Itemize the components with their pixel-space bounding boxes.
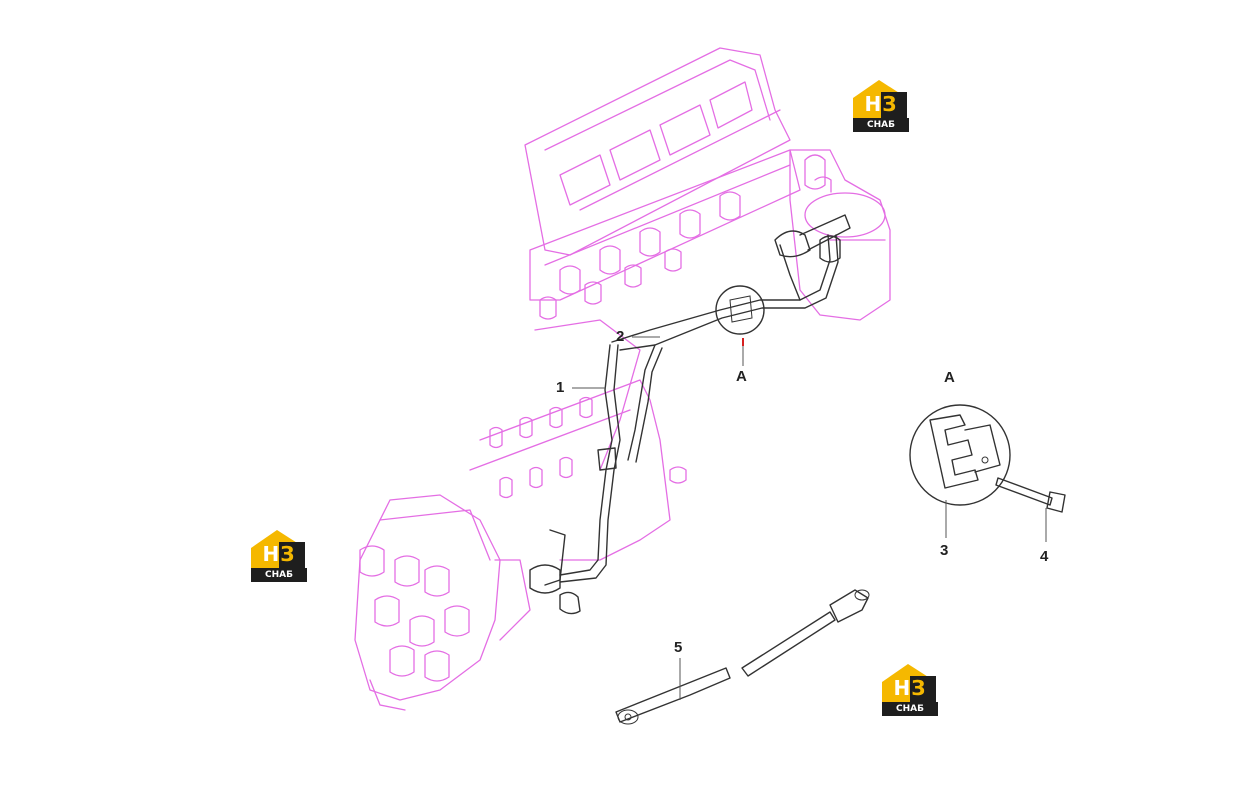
pipe-2: [611, 234, 831, 343]
pipe-5-assembly: [615, 589, 870, 725]
bolt-4: [995, 477, 1053, 506]
pipe-1: [559, 344, 613, 576]
logo-letter-2: З: [882, 92, 898, 116]
logo-letter-1: Н: [864, 92, 883, 116]
callout-detail-a: A: [944, 369, 955, 386]
logo-subtitle: СНАБ: [882, 702, 938, 716]
logo-house-icon: [882, 664, 936, 704]
callout-part-1: 1: [556, 379, 565, 396]
callout-part-a: A: [736, 368, 747, 385]
callout-part-4: 4: [1040, 548, 1049, 565]
logo-letter-2: З: [280, 542, 296, 566]
leader-lines: [572, 336, 1047, 700]
watermark-logo-left: НЗ СНАБ: [247, 528, 309, 584]
callout-part-3: 3: [940, 542, 949, 559]
watermark-logo-top: НЗ СНАБ: [849, 78, 911, 134]
logo-subtitle: СНАБ: [251, 568, 307, 582]
logo-subtitle: СНАБ: [853, 118, 909, 132]
callout-part-5: 5: [674, 639, 683, 656]
watermark-logo-bottom: НЗ СНАБ: [878, 662, 940, 718]
logo-letter-2: З: [911, 676, 927, 700]
logo-house-icon: [853, 80, 907, 120]
logo-letter-1: Н: [893, 676, 912, 700]
fuel-pipes: [529, 214, 851, 615]
logo-letter-1: Н: [262, 542, 281, 566]
engine-block-outline: [354, 47, 891, 711]
detail-a-view: [909, 404, 1066, 513]
callout-part-2: 2: [616, 328, 625, 345]
logo-house-icon: [251, 530, 305, 570]
clamp-a-location: [715, 285, 765, 335]
